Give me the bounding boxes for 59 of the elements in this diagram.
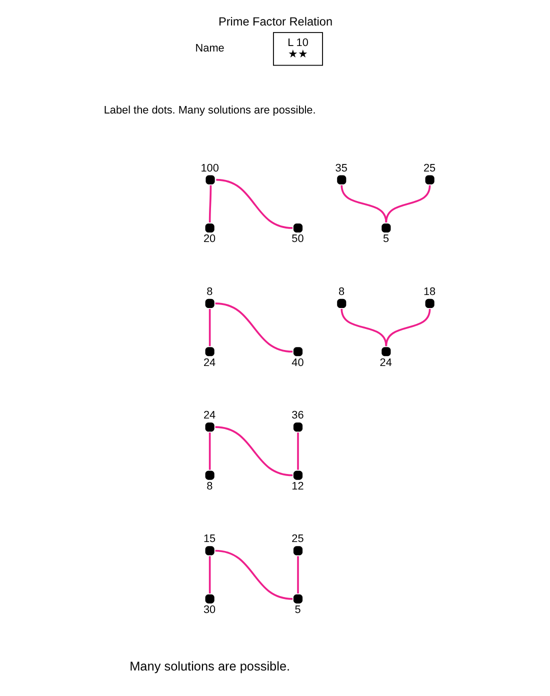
node-circle <box>204 347 214 356</box>
node-circle <box>336 175 346 184</box>
node-label: 5 <box>382 233 389 246</box>
connector <box>340 308 387 346</box>
label: Label the dots. Many solutions are possible. <box>103 104 316 117</box>
connector <box>208 308 210 346</box>
node-label: 25 <box>422 162 436 174</box>
node-label: 30 <box>202 604 216 616</box>
connector <box>214 302 292 353</box>
node-circle <box>292 422 302 432</box>
node-circle <box>204 470 214 480</box>
node-label: 100 <box>200 162 218 174</box>
connector <box>384 185 430 223</box>
node-label: 5 <box>294 604 300 616</box>
connector <box>214 550 292 600</box>
node-label: 25 <box>291 533 304 546</box>
connector <box>296 556 298 594</box>
node-circle <box>292 470 302 480</box>
node-label: 15 <box>202 533 216 546</box>
node-circle <box>381 223 390 233</box>
connector <box>208 556 210 594</box>
connector <box>214 426 292 476</box>
node-label: 40 <box>291 356 304 369</box>
caption: Many solutions are possible. <box>129 658 290 674</box>
node-label: 24 <box>379 356 392 369</box>
node-label: 8 <box>206 286 212 298</box>
node-circle <box>204 298 214 308</box>
diagram-title: Prime Factor Relation <box>218 14 332 29</box>
connector <box>216 178 292 229</box>
node-circle <box>381 347 390 356</box>
connector <box>208 432 210 470</box>
node-circle <box>292 594 302 604</box>
node-circle <box>292 347 302 356</box>
node-circle <box>424 175 434 184</box>
node-circle <box>292 546 302 556</box>
connector <box>208 185 212 223</box>
connector <box>296 432 298 470</box>
node-circle <box>424 298 434 308</box>
node-label: 18 <box>422 286 436 298</box>
node-circle <box>204 546 214 556</box>
node-circle <box>205 175 214 184</box>
node-circle <box>204 223 214 233</box>
node-label: 24 <box>202 356 216 369</box>
connector <box>340 185 387 223</box>
node-label: 20 <box>202 233 216 246</box>
connector <box>384 308 430 346</box>
node-label: 12 <box>291 480 304 492</box>
node-label: 8 <box>206 480 212 492</box>
node-circle <box>204 422 214 432</box>
node-label: 50 <box>291 233 304 246</box>
node-circle <box>336 298 346 308</box>
label: Name <box>194 42 224 55</box>
node-label: 24 <box>202 410 216 422</box>
node-circle <box>204 594 214 604</box>
node-label: 36 <box>291 410 304 422</box>
node-label: 8 <box>338 286 344 298</box>
node-circle <box>292 223 302 233</box>
node-label: 35 <box>334 162 347 174</box>
node-box: L 10 ★★ <box>272 32 322 66</box>
